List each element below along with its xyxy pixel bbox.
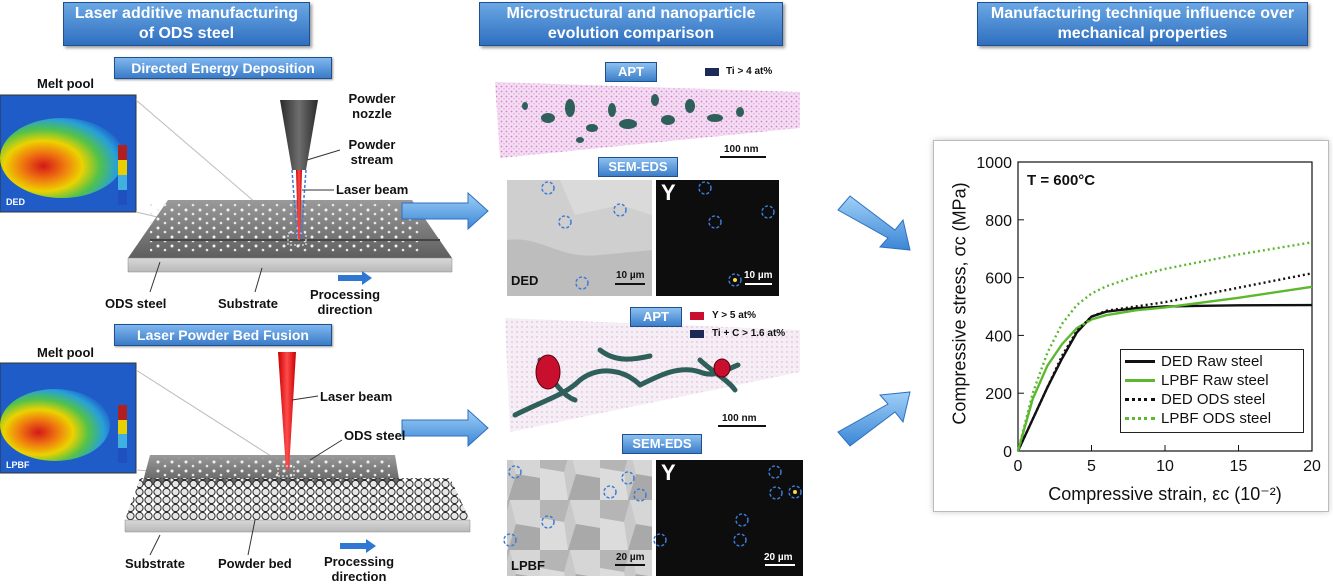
legend-swatch: [1125, 360, 1155, 363]
apt2-map: [505, 318, 800, 432]
x-tick-label: 10: [1156, 458, 1174, 475]
apt2-legend-swatch-ti: [690, 330, 704, 338]
apt2-scale-label: 100 nm: [722, 413, 757, 424]
eds-y-ded-tag: Y: [661, 180, 676, 205]
apt2-legend-swatch-y: [690, 312, 704, 320]
lpbf-powder-bed: [125, 478, 470, 520]
legend-swatch: [1125, 398, 1155, 401]
sem-ded-tag: DED: [511, 273, 539, 288]
sem-lpbf-image: [507, 460, 652, 576]
eds-y-ded-image: [656, 180, 779, 296]
ded-title: Directed Energy Deposition: [114, 57, 332, 79]
ded-processing-arrow: [338, 271, 372, 285]
arrow-col1-col2-bottom: [401, 408, 489, 448]
legend-swatch: [1125, 379, 1155, 382]
legend-label: LPBF Raw steel: [1161, 372, 1269, 389]
lpbf-inset-tag: LPBF: [6, 460, 30, 470]
ded-melt-pool-label: Melt pool: [37, 76, 95, 91]
legend-entry: DED Raw steel: [1125, 352, 1299, 371]
x-tick-label: 0: [1014, 458, 1023, 475]
chart-annotation: T = 600°C: [1027, 172, 1096, 189]
legend-entry: LPBF ODS steel: [1125, 409, 1299, 428]
sem-lpbf-tag: LPBF: [511, 558, 545, 573]
powder-stream-label: Powder stream: [348, 137, 396, 167]
sem-lpbf-scale-label: 20 µm: [616, 552, 645, 563]
lpbf-laser-beam-label: Laser beam: [320, 389, 393, 404]
y-tick-label: 400: [985, 328, 1012, 345]
x-tick-label: 5: [1087, 458, 1096, 475]
ded-substrate-side: [127, 257, 453, 273]
apt2-y-particles: [535, 354, 731, 390]
header-col1: Laser additive manufacturing of ODS stee…: [63, 2, 310, 46]
legend-entry: DED ODS steel: [1125, 390, 1299, 409]
eds-y-lpbf-image: [656, 460, 803, 576]
series-line-2: [1016, 285, 1313, 452]
lpbf-substrate-label: Substrate: [125, 556, 185, 571]
series-line-4: [1016, 241, 1313, 452]
y-tick-label: 0: [1003, 444, 1012, 461]
ded-laser-beam: [296, 170, 302, 240]
apt2-tag: APT: [630, 307, 682, 327]
legend-label: DED ODS steel: [1161, 391, 1266, 408]
arrow-col2-col3-bottom: [837, 391, 911, 447]
series-line-1: [1016, 303, 1313, 452]
lpbf-melt-pool-label: Melt pool: [37, 345, 95, 360]
apt2-legend-label-ti: Ti + C > 1.6 at%: [712, 328, 786, 339]
lpbf-title: Laser Powder Bed Fusion: [114, 324, 332, 346]
semeds1-tag: SEM-EDS: [598, 157, 678, 177]
y-tick-label: 200: [985, 386, 1012, 403]
chart-frame: [933, 140, 1329, 512]
ded-laser-beam-label: Laser beam: [336, 182, 409, 197]
arrow-col2-col3-top: [837, 195, 911, 251]
lpbf-powder-bed-label: Powder bed: [218, 556, 292, 571]
apt1-legend-label: Ti > 4 at%: [726, 66, 773, 77]
eds-lpbf-scale-label: 20 µm: [764, 552, 793, 563]
chart-xlabel: Compressive strain, εc (10⁻²): [1048, 484, 1282, 504]
lpbf-laser-beam: [278, 352, 296, 470]
apt1-legend-swatch: [705, 68, 719, 76]
arrow-col1-col2-top: [401, 191, 489, 231]
legend-label: LPBF ODS steel: [1161, 410, 1272, 427]
y-tick-label: 600: [985, 271, 1012, 288]
ded-substrate-label: Substrate: [218, 296, 278, 311]
legend-swatch: [1125, 417, 1155, 420]
apt2-legend-label-y: Y > 5 at%: [712, 310, 757, 321]
lpbf-melt-pool-contour: [0, 389, 110, 461]
x-tick-label: 15: [1230, 458, 1248, 475]
apt1-ti-clusters: [522, 94, 744, 143]
legend-label: DED Raw steel: [1161, 353, 1263, 370]
legend-entry: LPBF Raw steel: [1125, 371, 1299, 390]
semeds2-tag: SEM-EDS: [622, 434, 702, 454]
ded-ods-steel-label: ODS steel: [105, 296, 167, 311]
y-tick-label: 1000: [976, 155, 1012, 172]
apt1-scale-label: 100 nm: [724, 144, 759, 155]
eds-y-lpbf-tag: Y: [661, 460, 676, 485]
ded-melt-pool-contour: [0, 118, 124, 198]
lpbf-processing-label: Processing direction: [323, 554, 395, 584]
powder-nozzle: [280, 100, 318, 170]
powder-nozzle-label: Powder nozzle: [348, 91, 396, 121]
lpbf-ods-steel-label: ODS steel: [344, 428, 406, 443]
header-col2: Microstructural and nanoparticle evoluti…: [479, 2, 783, 46]
chart-ylabel: Compressive stress, σc (MPa): [949, 182, 970, 425]
sem-ded-scale-label: 10 µm: [616, 270, 645, 281]
eds-ded-scale-label: 10 µm: [744, 270, 773, 281]
ded-processing-label: Processing direction: [309, 287, 381, 317]
lpbf-substrate: [124, 519, 471, 533]
x-tick-label: 20: [1303, 458, 1321, 475]
y-tick-label: 800: [985, 213, 1012, 230]
lpbf-processing-arrow: [340, 539, 376, 553]
header-col3: Manufacturing technique influence over m…: [977, 2, 1308, 46]
apt1-tag: APT: [605, 62, 657, 82]
ded-inset-tag: DED: [6, 197, 26, 207]
